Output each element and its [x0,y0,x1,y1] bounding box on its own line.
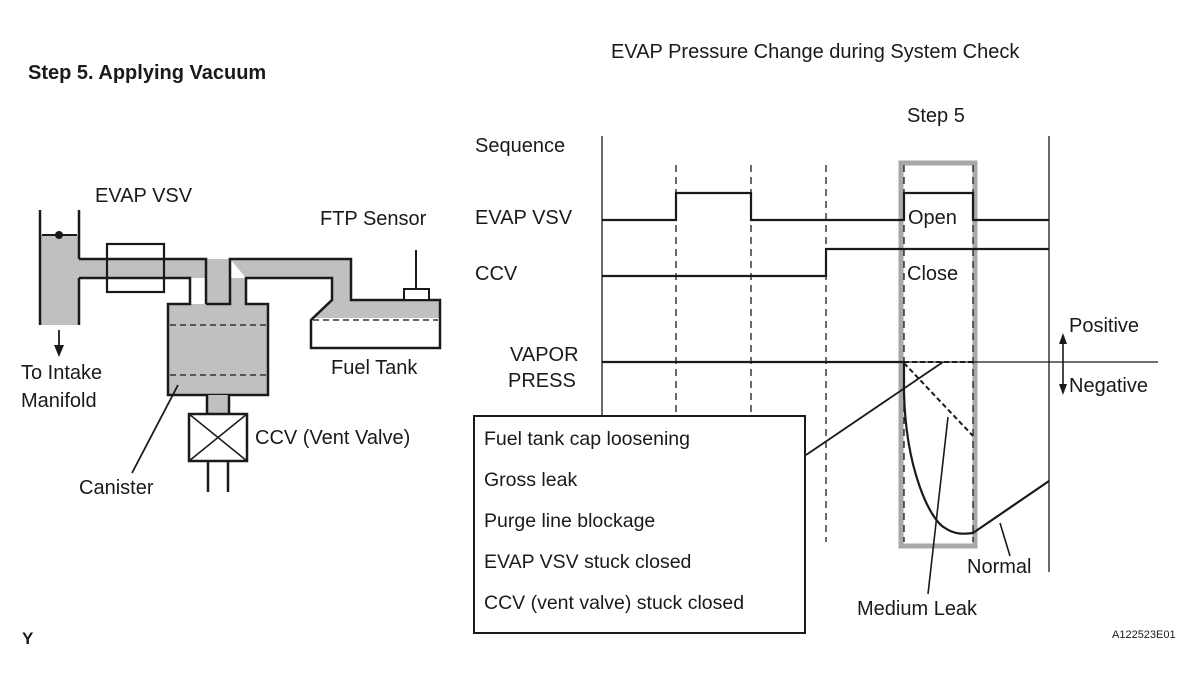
normal-leader [999,522,1011,557]
vacuum-pipe [79,259,440,395]
pipe-outline [79,257,442,397]
figure-id: A122523E01 [1112,629,1176,641]
evap-vsv-valve [105,242,166,294]
down-arrow-icon [54,330,64,357]
label-medium-leak: Medium Leak [857,598,978,620]
label-to-intake-1: To Intake [21,362,103,384]
intake-manifold [38,210,81,325]
medium-leak-leader [927,416,949,595]
label-negative: Negative [1069,375,1148,397]
legend-item: Fuel tank cap loosening [484,428,690,450]
row-label-ccv: CCV [475,263,518,285]
normal-curve [902,362,1050,535]
evap-vsv-signal [602,191,1049,222]
label-canister: Canister [79,477,154,499]
ccv-valve-icon [187,412,249,492]
chart-title: EVAP Pressure Change during System Check [611,41,1020,63]
row-label-press: PRESS [508,370,576,392]
label-ccv: CCV (Vent Valve) [255,427,411,449]
ftp-sensor-icon [403,250,430,301]
label-normal: Normal [967,556,1032,578]
legend-item: Gross leak [484,469,578,491]
label-evap-vsv: EVAP VSV [95,185,193,207]
label-to-intake-2: Manifold [21,390,97,412]
legend-item: Purge line blockage [484,510,656,532]
row-label-vapor: VAPOR [510,344,579,366]
row-label-sequence: Sequence [475,135,566,157]
step-5-highlight [898,160,978,549]
diagram-title: Step 5. Applying Vacuum [28,62,267,84]
fault-legend-box: Fuel tank cap loosening Gross leak Purge… [473,415,806,634]
medium-leak-curve [903,362,974,437]
ccv-signal [602,247,1049,278]
label-fuel-tank: Fuel Tank [331,357,418,379]
label-ftp-sensor: FTP Sensor [320,208,427,230]
footer-code: Y [22,629,34,648]
step-5-label: Step 5 [907,105,965,127]
canister-leader-line [131,384,179,474]
label-positive: Positive [1069,315,1140,337]
legend-leader-line [805,361,944,456]
vsv-state-open: Open [908,207,957,229]
ccv-state-close: Close [907,263,959,285]
positive-negative-arrow-icon [1059,333,1067,395]
row-label-evap-vsv: EVAP VSV [475,207,573,229]
legend-item: EVAP VSV stuck closed [484,551,692,573]
legend-item: CCV (vent valve) stuck closed [484,592,745,614]
